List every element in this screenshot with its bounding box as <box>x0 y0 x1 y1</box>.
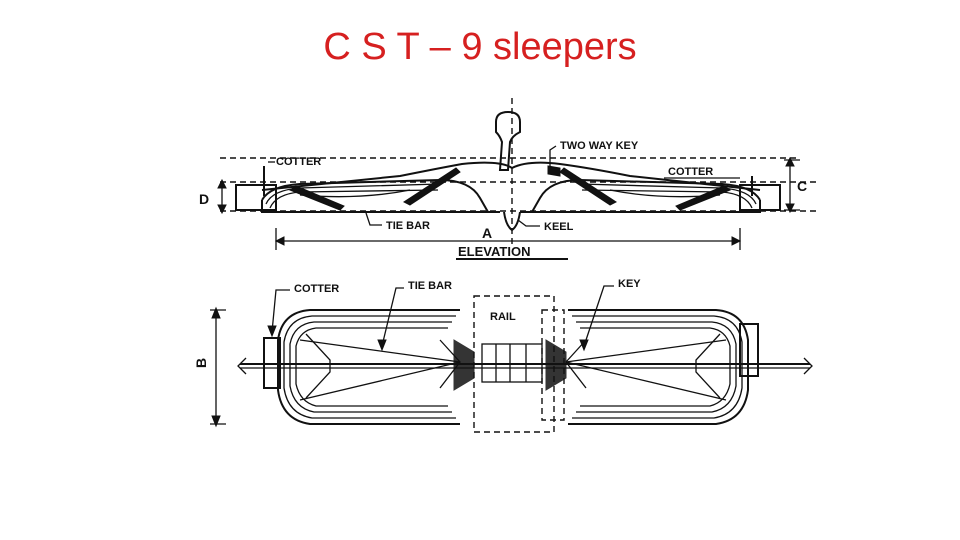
label-two-way-key: TWO WAY KEY <box>560 140 639 152</box>
label-tie-bar-plan: TIE BAR <box>408 280 452 292</box>
plan-view <box>210 285 813 433</box>
label-dimension-b: B <box>193 358 209 368</box>
label-key: KEY <box>618 278 641 290</box>
label-dimension-d: D <box>199 191 209 207</box>
label-keel: KEEL <box>544 221 574 233</box>
label-cotter-left: COTTER <box>276 156 321 168</box>
label-dimension-c: C <box>797 178 807 194</box>
right-plate <box>531 178 761 213</box>
right-cotter-block <box>739 323 759 377</box>
elevation-view <box>217 98 820 260</box>
label-dimension-a: A <box>482 225 492 241</box>
label-tie-bar-elevation: TIE BAR <box>386 220 430 232</box>
left-pot <box>277 309 460 425</box>
label-cotter-right: COTTER <box>668 166 713 178</box>
right-pot <box>568 309 749 425</box>
two-way-key <box>547 165 561 177</box>
plate-top-profile <box>261 161 761 191</box>
left-plate <box>261 178 489 213</box>
label-cotter-plan: COTTER <box>294 283 339 295</box>
label-rail: RAIL <box>490 311 516 323</box>
left-bearing-end <box>235 184 277 211</box>
label-elevation: ELEVATION <box>458 244 530 259</box>
rail-section <box>495 110 521 171</box>
slide-title: C S T – 9 sleepers <box>323 26 637 68</box>
keel <box>503 211 521 232</box>
